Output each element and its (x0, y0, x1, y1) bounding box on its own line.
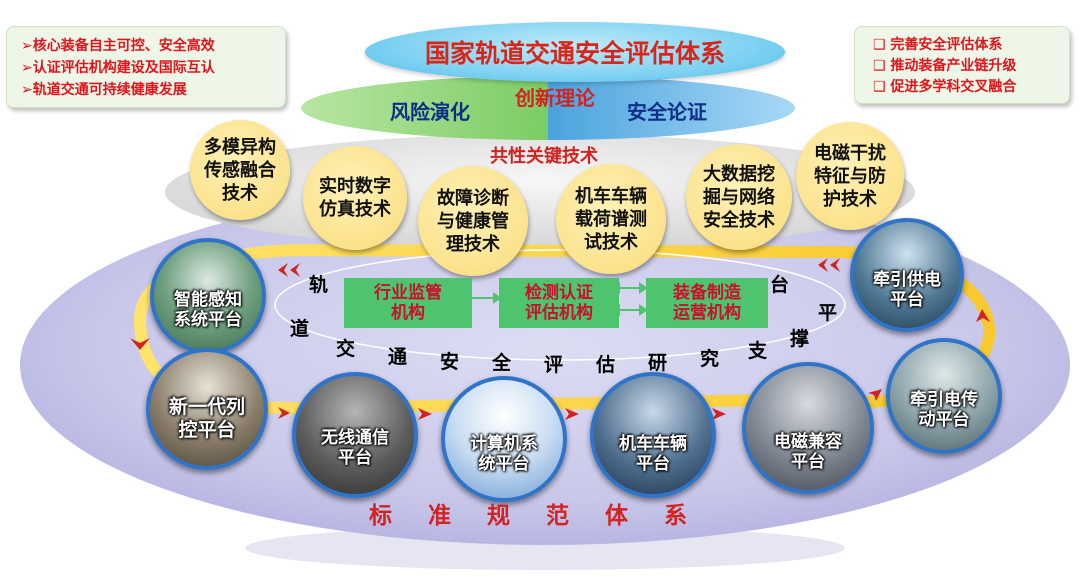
system-title-oval: 国家轨道交通安全评估体系 (365, 22, 785, 82)
goal-line: ➢认证评估机构建设及国际互认 (21, 60, 215, 76)
standard-char: 系 (664, 503, 687, 529)
tech-label: 电磁干扰 特征与防 护技术 (814, 142, 886, 210)
support-char: 交 (336, 338, 356, 360)
tech-circle: 机车车辆 载荷谱测 试技术 (556, 164, 666, 274)
theory-right-label: 安全论证 (627, 100, 707, 124)
platform-label: 计算机系 统平台 (470, 434, 538, 474)
platform-circle: 无线通信 平台 (292, 372, 418, 498)
platform-circle: 牵引电传 动平台 (886, 338, 1002, 454)
standard-char: 范 (546, 503, 569, 529)
support-char: 道 (290, 318, 310, 340)
key-tech-label: 共性关键技术 (490, 146, 598, 167)
platform-circle: 机车车辆 平台 (590, 372, 716, 498)
platform-label: 机车车辆 平台 (619, 434, 687, 474)
tech-circle: 大数据挖 掘与网络 安全技术 (686, 144, 792, 250)
theory-oval (301, 76, 795, 140)
platform-label: 电磁兼容 平台 (774, 432, 842, 472)
support-char: 轨 (309, 274, 329, 296)
platform-label: 牵引供电 平台 (873, 270, 941, 310)
platform-label: 无线通信 平台 (321, 428, 389, 468)
standard-char: 准 (428, 503, 451, 529)
arrow-chevron (130, 338, 150, 350)
support-char: 全 (492, 352, 512, 374)
platform-label: 智能感知 系统平台 (174, 290, 242, 330)
platform-label: 牵引电传 动平台 (910, 390, 978, 430)
platform-circle: 计算机系 统平台 (441, 376, 567, 502)
theory-left-label: 风险演化 (390, 100, 470, 124)
support-char: 撑 (790, 328, 810, 350)
tech-circle: 实时数字 仿真技术 (303, 146, 407, 250)
arrow-head (639, 282, 648, 294)
goals-box: ➢核心装备自主可控、安全高效 ➢认证评估机构建设及国际互认 ➢轨道交通可持续健康… (6, 26, 286, 108)
platform-circle: 牵引供电 平台 (850, 218, 964, 332)
support-char: 评 (544, 354, 564, 376)
support-char: 究 (700, 348, 720, 370)
tech-circle: 多模异构 传感融合 技术 (190, 120, 290, 220)
tech-label: 实时数字 仿真技术 (319, 176, 391, 220)
support-char: 研 (648, 352, 668, 374)
platform-label: 新一代列 控平台 (168, 396, 245, 441)
page-title: 国家轨道交通安全评估体系 (424, 39, 725, 68)
institution-box: 行业监管 机构 (344, 278, 472, 328)
arrow-chevron (418, 408, 432, 420)
support-char: 支 (748, 340, 768, 362)
arrow-chevron (290, 263, 300, 277)
support-char: 台 (770, 274, 790, 296)
support-char: 估 (596, 354, 616, 376)
arrow-head (493, 292, 502, 304)
arrow-chevron (868, 389, 882, 401)
tech-circle: 故障诊断 与健康管 理技术 (418, 166, 528, 276)
arrow-head (639, 304, 648, 316)
arrow-chevron (278, 263, 288, 277)
standard-char: 规 (487, 503, 510, 529)
platform-circle: 新一代列 控平台 (146, 348, 268, 470)
objective-line: ❑ 促进多学科交叉融合 (873, 79, 1017, 95)
goal-line: ➢核心装备自主可控、安全高效 (21, 38, 215, 54)
arrow-chevron (976, 309, 990, 322)
arrow-chevron (712, 408, 726, 420)
institution-box: 检测认证 评估机构 (499, 278, 619, 328)
arrow-chevron (278, 407, 290, 419)
support-char: 安 (440, 351, 460, 373)
arrow-chevron (565, 408, 579, 420)
support-char: 平 (818, 302, 838, 324)
standard-char: 标 (369, 503, 392, 529)
arrow-chevron (818, 258, 828, 272)
tech-label: 多模异构 传感融合 技术 (204, 136, 276, 204)
theory-center-label: 创新理论 (515, 86, 595, 110)
objective-line: ❑ 完善安全评估体系 (873, 37, 1003, 53)
goal-line: ➢轨道交通可持续健康发展 (21, 82, 187, 98)
arrow-chevron (830, 258, 840, 272)
flow-arrows (130, 258, 990, 420)
institution-box: 装备制造 运营机构 (646, 278, 768, 328)
tech-label: 故障诊断 与健康管 理技术 (437, 187, 509, 255)
tech-circle: 电磁干扰 特征与防 护技术 (796, 122, 904, 230)
standard-char: 体 (605, 503, 628, 529)
platform-circle: 智能感知 系统平台 (150, 238, 266, 354)
objectives-box: ❑ 完善安全评估体系 ❑ 推动装备产业链升级 ❑ 促进多学科交叉融合 (854, 26, 1070, 104)
tech-label: 机车车辆 载荷谱测 试技术 (575, 185, 647, 253)
support-char: 通 (388, 346, 408, 368)
objective-line: ❑ 推动装备产业链升级 (873, 58, 1017, 74)
tech-label: 大数据挖 掘与网络 安全技术 (703, 163, 775, 231)
support-oval (274, 249, 846, 361)
platform-circle: 电磁兼容 平台 (742, 362, 874, 494)
